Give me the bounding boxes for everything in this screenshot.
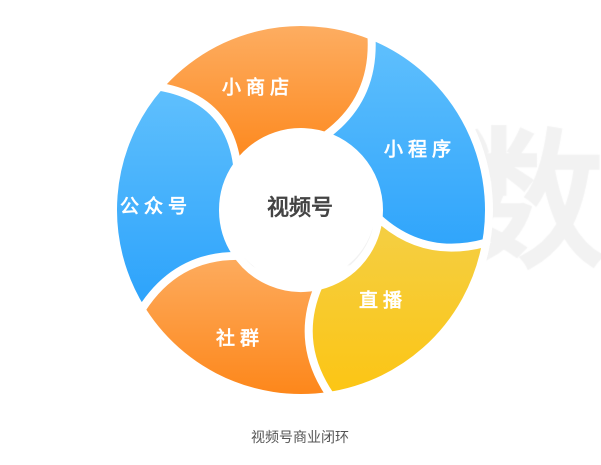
segment-label: 直播 (358, 289, 408, 312)
caption: 视频号商业闭环 (251, 430, 349, 446)
center-label: 视频号 (266, 196, 334, 221)
segment-label: 社群 (215, 327, 265, 350)
segment-4 (109, 82, 242, 314)
center-circle (224, 130, 376, 282)
segment-label: 小程序 (383, 138, 457, 161)
segment-label: 小商店 (221, 76, 295, 99)
segment-label: 公众号 (119, 195, 193, 218)
